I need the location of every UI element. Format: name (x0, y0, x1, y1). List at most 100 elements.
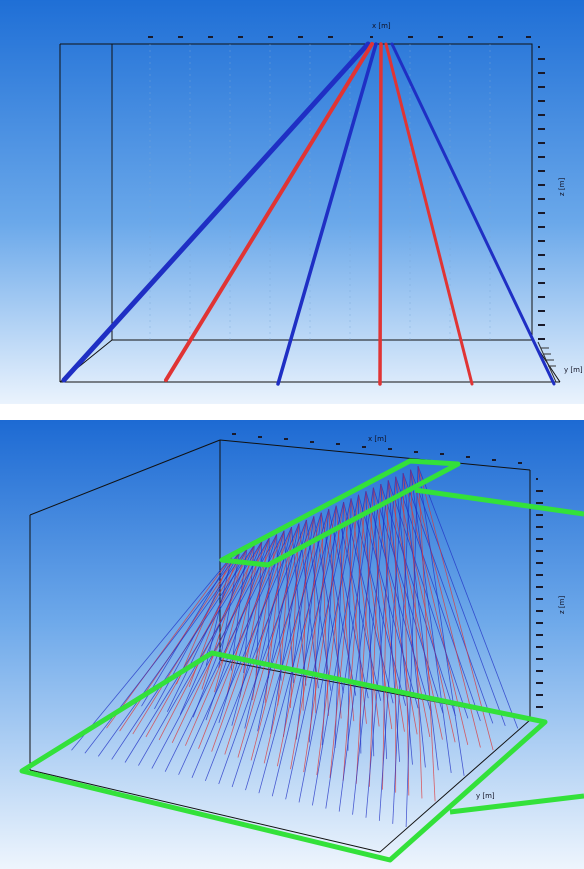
bottom-view-y-axis-label: y [m] (476, 792, 495, 800)
top-view-z-ticks (538, 46, 545, 340)
fan-ray-11 (335, 505, 382, 701)
fan-ray-66 (283, 516, 315, 737)
fan-ray-47 (226, 541, 263, 695)
fan-ray-67 (270, 519, 307, 735)
bottom-view-highlights (19, 458, 584, 863)
fan-ray-52 (417, 465, 465, 776)
top-view-rays (61, 41, 556, 386)
bottom-view-panel: x [m] z [m] y [m] (0, 420, 584, 869)
fan-ray-62 (334, 501, 344, 748)
fan-ray-109 (338, 483, 382, 812)
fan-ray-86 (329, 494, 359, 778)
top-view-background (0, 0, 584, 404)
fan-ray-106 (378, 473, 404, 821)
fan-ray-56 (387, 480, 413, 765)
fan-ray-41 (302, 519, 307, 711)
fan-ray-115 (258, 505, 337, 794)
bottom-view-background (0, 420, 584, 869)
fan-ray-65 (295, 512, 322, 740)
fan-ray-125 (124, 541, 263, 763)
top-view-y-axis-label: y [m] (564, 366, 583, 374)
fan-ray-124 (138, 537, 270, 766)
fan-ray-118 (218, 516, 315, 785)
fan-ray-0 (417, 465, 519, 729)
fan-ray-85 (342, 491, 367, 781)
fan-ray-117 (231, 512, 322, 788)
top-view-grid (149, 44, 491, 340)
fan-ray-78 (417, 465, 436, 802)
fan-ray-80 (402, 473, 410, 796)
top-view-panel: x [m] z [m] (0, 0, 584, 404)
fan-ray-120 (191, 523, 300, 778)
fan-ray-92 (250, 516, 315, 761)
top-view-z-axis-label: z [m] (558, 178, 566, 196)
fan-ray-39 (320, 512, 329, 716)
fan-ray-40 (313, 516, 317, 714)
fan-ray-91 (263, 512, 322, 764)
top-view-canvas: x [m] z [m] (0, 0, 584, 404)
source-highlight-box (219, 458, 461, 568)
fan-ray-54 (402, 473, 439, 771)
fan-ray-26 (417, 465, 494, 751)
fan-ray-128 (84, 552, 240, 754)
source-callout-line (414, 487, 584, 517)
fan-ray-82 (382, 480, 389, 790)
fan-ray-97 (184, 534, 278, 746)
fan-ray-107 (365, 476, 397, 818)
fan-ray-90 (276, 509, 330, 767)
fan-ray-27 (410, 469, 481, 748)
fan-ray-28 (402, 473, 469, 745)
bottom-view-z-ticks (536, 478, 543, 708)
fan-ray-8 (358, 494, 419, 709)
fan-ray-122 (164, 530, 285, 772)
fan-ray-94 (224, 523, 300, 755)
fan-ray-126 (111, 544, 255, 760)
ray-red-1 (164, 42, 374, 382)
fan-ray-58 (372, 487, 388, 760)
fan-ray-12 (328, 509, 369, 699)
fan-ray-89 (290, 505, 337, 770)
fan-ray-108 (352, 480, 389, 815)
fan-ray-9 (350, 498, 406, 706)
top-view-x-ticks (148, 36, 531, 38)
bottom-view-x-axis-label: x [m] (368, 435, 387, 443)
fan-ray-13 (320, 512, 357, 696)
fan-ray-114 (271, 501, 344, 797)
bottom-view-ray-fan (71, 465, 519, 827)
receiver-highlight-box (19, 650, 548, 863)
fan-ray-105 (392, 469, 411, 824)
bottom-view-z-axis-label: z [m] (558, 596, 566, 614)
ray-red-2 (378, 42, 383, 386)
top-view-y-axis (537, 341, 557, 383)
fan-ray-63 (321, 505, 337, 746)
fan-ray-2 (402, 473, 494, 724)
fan-ray-110 (325, 487, 374, 809)
fan-ray-104 (405, 465, 419, 827)
fan-ray-111 (312, 491, 367, 806)
fan-ray-93 (237, 519, 307, 758)
ray-red-3 (384, 42, 474, 386)
fan-ray-103 (106, 555, 233, 729)
fan-ray-53 (410, 469, 452, 774)
bottom-view-x-ticks (232, 433, 522, 464)
fan-ray-84 (355, 487, 374, 784)
receiver-callout-line (449, 793, 584, 815)
fan-ray-48 (214, 545, 255, 693)
fan-ray-79 (410, 469, 423, 799)
fan-ray-121 (178, 527, 292, 775)
fan-ray-96 (198, 530, 285, 749)
fan-ray-68 (257, 523, 300, 732)
fan-ray-55 (395, 476, 426, 768)
fan-ray-119 (204, 519, 307, 782)
fan-ray-87 (316, 498, 352, 776)
fan-ray-83 (368, 483, 382, 787)
fan-ray-112 (298, 494, 359, 803)
fan-ray-95 (211, 527, 292, 752)
fan-ray-64 (308, 509, 330, 743)
fan-ray-116 (245, 509, 330, 791)
fan-ray-88 (303, 501, 344, 773)
ray-blue-1 (61, 41, 371, 383)
fan-ray-57 (380, 483, 400, 762)
fan-ray-98 (171, 537, 270, 744)
top-view-x-axis-label: x [m] (372, 22, 391, 30)
